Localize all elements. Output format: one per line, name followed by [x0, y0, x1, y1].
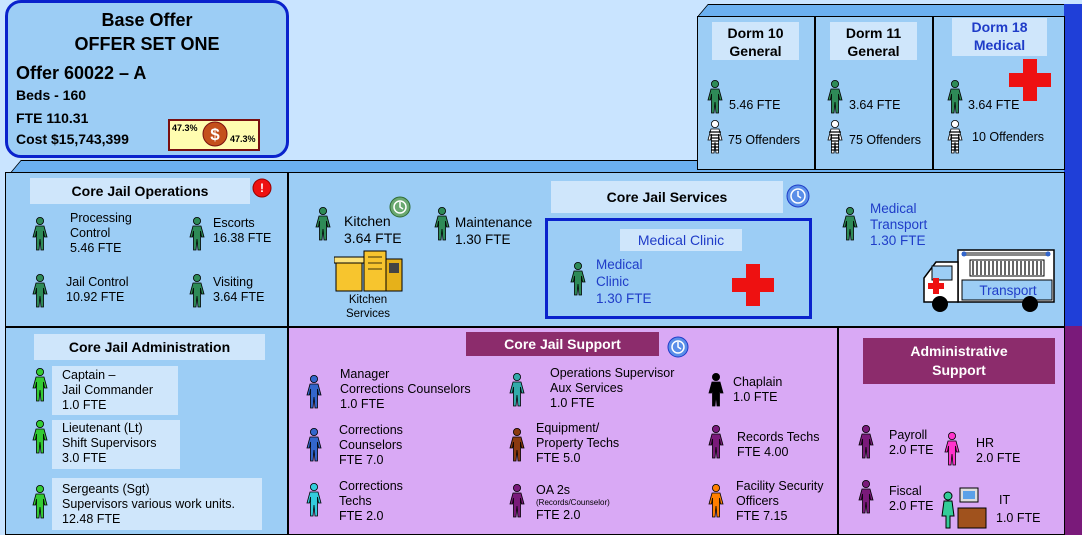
offer-title-1: Base Offer — [101, 10, 193, 30]
escorts-icon — [187, 217, 207, 251]
kitchen-timer-icon — [389, 196, 411, 218]
cost-pct-right: 47.3% — [230, 134, 256, 144]
offer-fte: FTE 110.31 — [16, 110, 89, 126]
lieutenant-icon — [30, 420, 50, 454]
sergeants-card — [52, 478, 262, 530]
core-ops-title: Core Jail Operations — [30, 178, 250, 204]
dollar-coin-icon: $ — [202, 121, 228, 147]
counselors-icon — [304, 428, 324, 462]
right-side-purple — [1064, 326, 1082, 535]
cost-pct-left: 47.3% — [172, 123, 198, 133]
svg-text:!: ! — [260, 181, 264, 195]
transport-van-label: Transport — [979, 283, 1037, 298]
clinic-staff-icon — [568, 262, 588, 296]
maintenance-icon — [432, 207, 452, 241]
offer-title-2: OFFER SET ONE — [74, 34, 220, 54]
manager-icon — [304, 375, 324, 409]
payroll-icon — [856, 425, 876, 459]
kitchen-staff-icon — [313, 207, 333, 241]
records-techs-icon — [706, 425, 726, 459]
info-icon — [786, 184, 810, 208]
dorm-10-fte: 5.46 FTE — [729, 98, 781, 112]
core-support-box — [288, 327, 838, 535]
dorm-18-fte: 3.64 FTE — [968, 98, 1020, 112]
dorm-10-offenders: 75 Offenders — [728, 133, 801, 147]
captain-card — [52, 366, 178, 415]
oa-label: OA 2s (Records/Counselor) FTE 2.0 — [536, 483, 610, 522]
support-info-icon — [667, 336, 689, 358]
chaplain-icon — [706, 373, 726, 407]
alert-icon: ! — [252, 178, 272, 198]
it-workstation-icon — [941, 487, 987, 529]
ops-supervisor-icon — [507, 373, 527, 407]
offer-id: Offer 60022 – A — [16, 63, 147, 83]
core-admin-title: Core Jail Administration — [34, 334, 265, 360]
right-side-blue — [1064, 4, 1082, 326]
kitchen-appliances-icon — [334, 250, 403, 292]
core-services-title: Core Jail Services — [551, 181, 783, 213]
dorm-10-staff-icon — [705, 80, 725, 114]
corrections-techs-icon — [304, 483, 324, 517]
dorm-11-fte: 3.64 FTE — [849, 98, 901, 112]
dorm-11-staff-icon — [825, 80, 845, 114]
hr-icon — [942, 432, 962, 466]
medical-clinic-title: Medical Clinic — [620, 229, 742, 251]
processing-control-icon — [30, 217, 50, 251]
offer-cost: Cost $15,743,399 — [16, 131, 129, 147]
dorm-11-offenders: 75 Offenders — [849, 133, 922, 147]
fiscal-icon — [856, 480, 876, 514]
clinic-cross-icon — [732, 264, 774, 306]
offer-beds: Beds - 160 — [16, 87, 87, 103]
transport-van-icon — [923, 249, 1055, 312]
equipment-techs-icon — [507, 428, 527, 462]
sergeants-icon — [30, 485, 50, 519]
dorm-18-staff-icon — [945, 80, 965, 114]
lieutenant-card — [52, 420, 180, 469]
sergeants-label: Sergeants (Sgt)Supervisors various work … — [62, 482, 235, 526]
core-support-title: Core Jail Support — [466, 332, 659, 356]
dorm-11-offender-icon — [825, 120, 845, 154]
dorm-18-offender-icon — [945, 120, 965, 154]
security-officers-icon — [706, 484, 726, 518]
captain-icon — [30, 368, 50, 402]
medical-cross-icon — [1009, 59, 1051, 101]
dorm-10-offender-icon — [705, 120, 725, 154]
transport-staff-icon — [840, 207, 860, 241]
dorm-18-offenders: 10 Offenders — [972, 130, 1045, 144]
jail-control-icon — [30, 274, 50, 308]
oa-icon — [507, 484, 527, 518]
svg-text:$: $ — [210, 125, 220, 144]
visiting-icon — [187, 274, 207, 308]
